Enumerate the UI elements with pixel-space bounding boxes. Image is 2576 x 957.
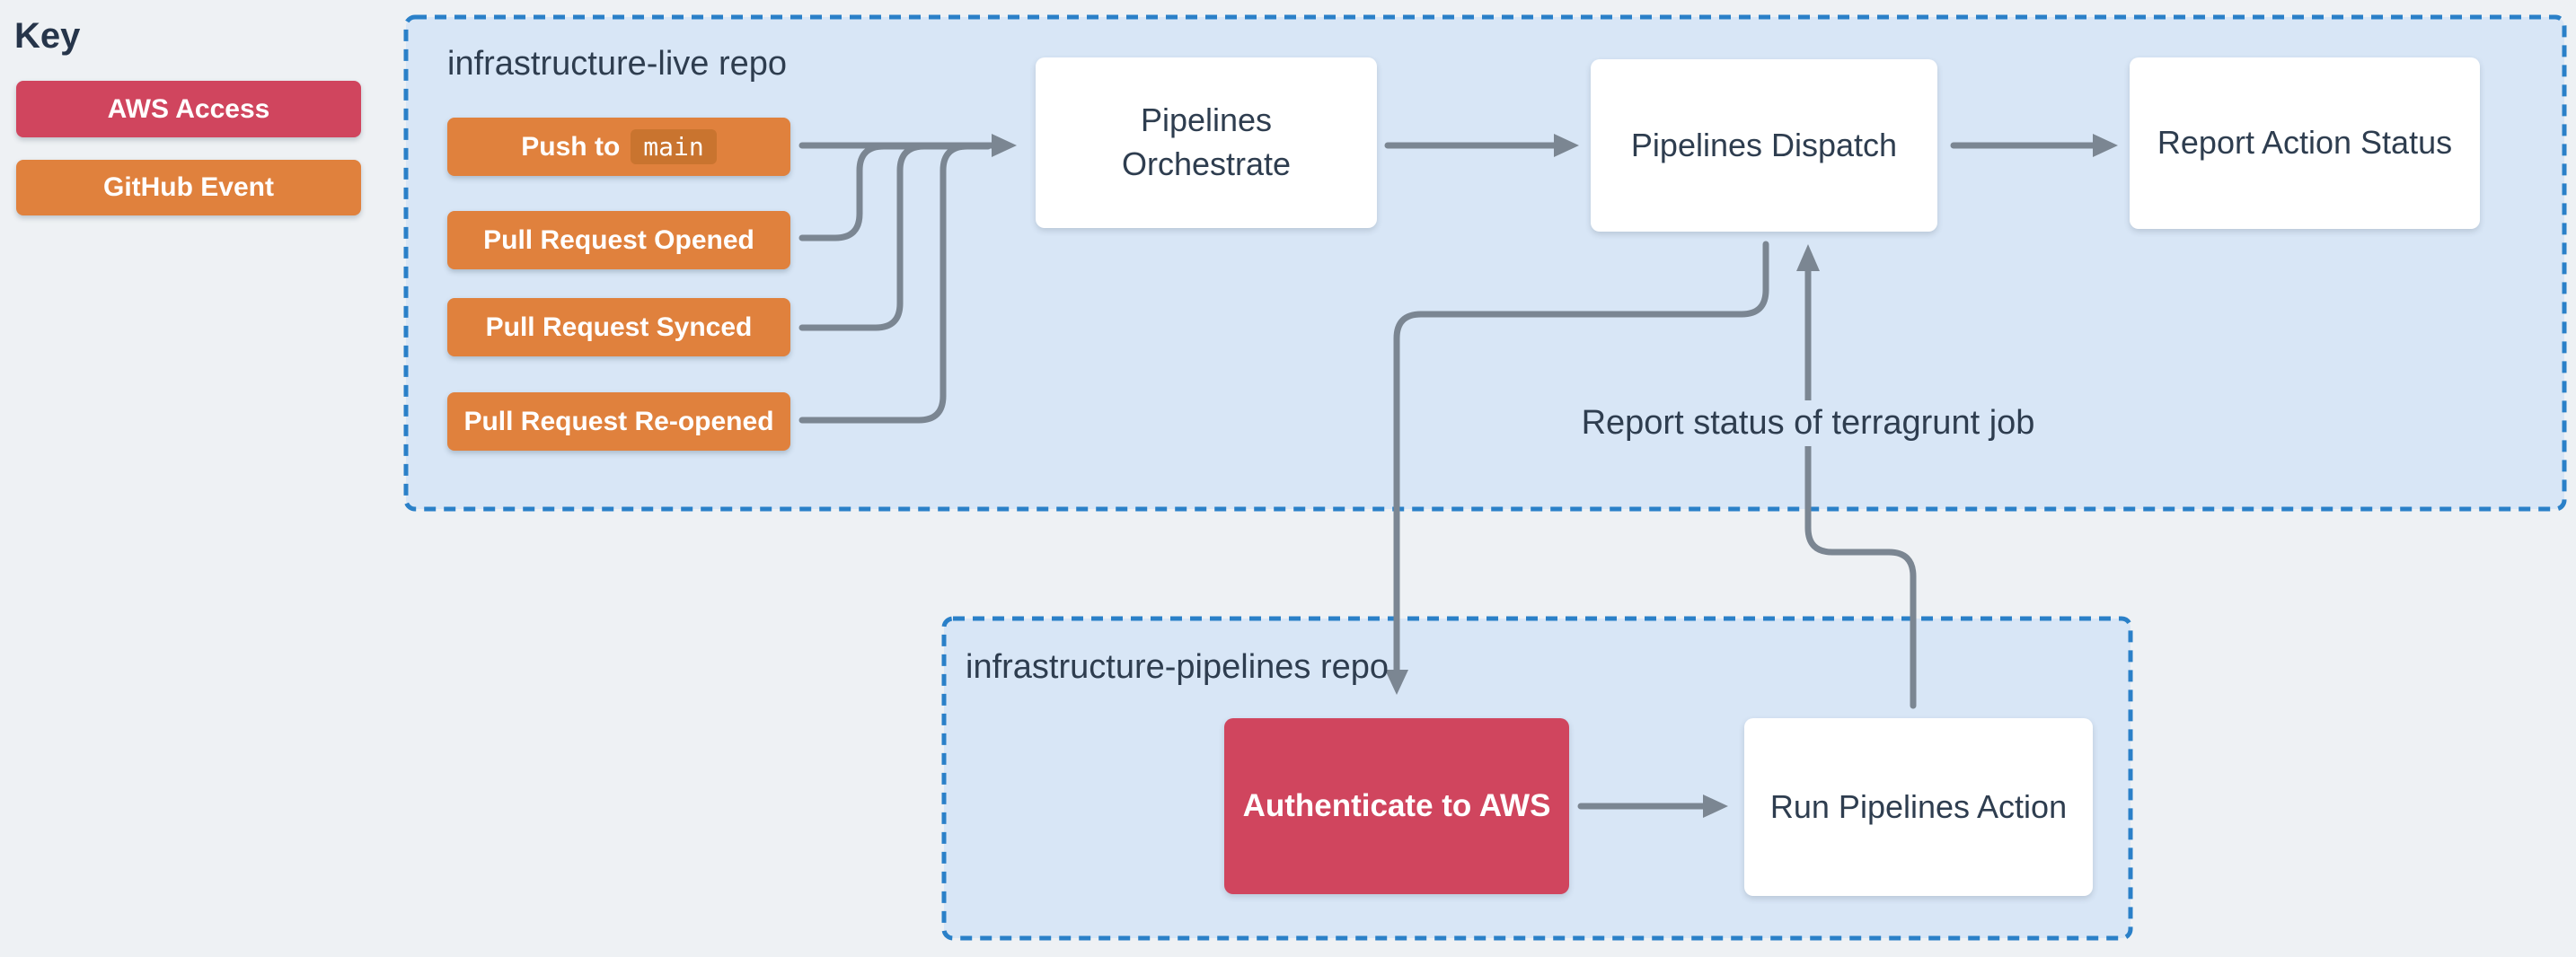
arrowhead-into-orchestrate [992,134,1017,157]
arrow-pr-synced-merge [798,143,952,331]
report-status-annotation: Report status of terragrunt job [1565,400,2051,446]
arrowhead-into-dispatch-bottom [1796,244,1820,271]
node-authenticate-to-aws-label: Authenticate to AWS [1242,788,1551,824]
arrowhead-into-run [1703,795,1728,818]
node-run-pipelines-action-label: Run Pipelines Action [1769,787,2068,825]
arrow-pr-opened-merge [798,143,914,241]
event-pull-request-reopened: Pull Request Re-opened [447,392,790,451]
arrowhead-into-authenticate [1385,670,1408,695]
node-run-pipelines-action: Run Pipelines Action [1744,718,2093,896]
infrastructure-live-repo-label: infrastructure-live repo [447,45,788,83]
arrow-dispatch-to-authenticate [1393,241,1769,673]
event-pull-request-opened: Pull Request Opened [447,211,790,269]
node-pipelines-dispatch-label: Pipelines Dispatch [1630,126,1898,163]
node-authenticate-to-aws: Authenticate to AWS [1224,718,1569,894]
event-pull-request-opened-label: Pull Request Opened [483,224,754,255]
legend-aws-access: AWS Access [16,81,361,137]
arrowhead-into-report [2093,134,2118,157]
event-push-to-main: Push to main [447,118,790,176]
event-pull-request-reopened-label: Pull Request Re-opened [463,406,774,436]
node-report-action-status: Report Action Status [2130,57,2480,229]
event-push-to-main-label: Push to [521,131,621,162]
event-pull-request-synced-label: Pull Request Synced [485,312,753,342]
node-pipelines-orchestrate-line1: Pipelines [1140,101,1273,139]
node-pipelines-orchestrate: Pipelines Orchestrate [1036,57,1377,228]
arrow-pr-reopened-merge [798,143,992,424]
legend-github-event: GitHub Event [16,160,361,215]
arrow-run-to-dispatch [1804,268,1917,709]
main-branch-code-tag: main [631,129,717,164]
legend-aws-access-label: AWS Access [107,93,270,124]
infrastructure-pipelines-repo-label: infrastructure-pipelines repo [966,648,1389,686]
legend-title: Key [14,16,81,56]
arrowhead-into-dispatch [1554,134,1579,157]
legend-github-event-label: GitHub Event [102,172,274,202]
node-report-action-status-label: Report Action Status [2157,124,2453,162]
node-pipelines-orchestrate-line2: Orchestrate [1121,145,1292,182]
event-pull-request-synced: Pull Request Synced [447,298,790,356]
node-pipelines-dispatch: Pipelines Dispatch [1591,59,1937,232]
